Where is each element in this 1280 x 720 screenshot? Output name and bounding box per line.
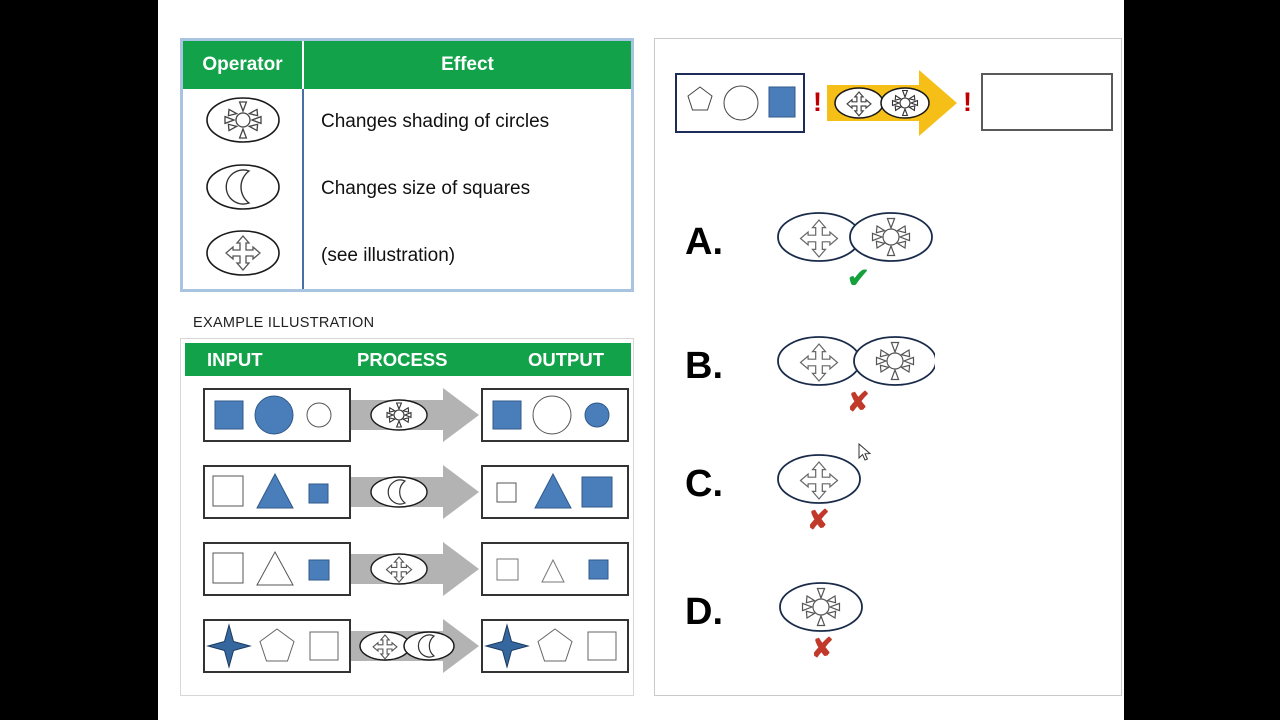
question-panel: ! xyxy=(654,38,1122,696)
option-d-letter: D. xyxy=(685,591,723,633)
illustration-row xyxy=(181,534,633,605)
illustration-row xyxy=(181,457,633,528)
effect-text-2: Changes size of squares xyxy=(321,178,531,199)
move-operator-icon xyxy=(799,219,839,258)
option-b-shapes xyxy=(775,331,935,391)
illustration-row xyxy=(181,380,633,451)
slide-canvas: Operator Effect xyxy=(158,0,1124,720)
move-operator-icon xyxy=(846,91,872,117)
option-a-mark: ✔ xyxy=(847,263,870,293)
option-d[interactable]: D. ✘ xyxy=(685,577,1105,687)
row1-output-box xyxy=(481,388,629,442)
operator-column-header: Operator xyxy=(183,41,304,89)
option-a-letter: A. xyxy=(685,221,723,263)
row1-input-box xyxy=(203,388,351,442)
sun-operator-icon xyxy=(386,402,412,428)
operator-icon-column xyxy=(183,89,304,289)
option-c-shapes xyxy=(775,449,935,509)
operator-cell-move xyxy=(183,222,302,289)
mouse-cursor-icon xyxy=(858,442,872,467)
process-column-header: PROCESS xyxy=(357,348,448,370)
stem-process-arrow xyxy=(827,67,959,139)
operator-cell-sun xyxy=(183,89,302,156)
stem-output-box xyxy=(981,73,1113,131)
option-a-shapes xyxy=(775,207,935,267)
option-b-letter: B. xyxy=(685,345,723,387)
move-operator-icon xyxy=(205,228,281,283)
sun-operator-icon xyxy=(801,587,841,627)
operator-table-header: Operator Effect xyxy=(183,41,631,89)
move-operator-icon xyxy=(799,343,839,382)
moon-operator-icon xyxy=(417,634,436,658)
effect-column-header: Effect xyxy=(304,41,631,89)
option-d-mark: ✘ xyxy=(811,633,834,663)
option-c[interactable]: C. ✘ xyxy=(685,449,1105,559)
output-column-header: OUTPUT xyxy=(528,348,605,370)
move-operator-icon xyxy=(799,461,839,500)
move-operator-icon xyxy=(385,556,413,584)
stem-input-box xyxy=(675,73,805,133)
sun-operator-icon xyxy=(205,95,281,150)
row4-output-box xyxy=(481,619,629,673)
row2-output-box xyxy=(481,465,629,519)
exclamation-icon-left: ! xyxy=(813,87,822,117)
row4-input-box xyxy=(203,619,351,673)
illustration-header: INPUT PROCESS OUTPUT xyxy=(185,343,631,376)
sun-operator-icon xyxy=(871,217,911,257)
row4-process-arrow xyxy=(351,615,481,677)
example-illustration-panel: INPUT PROCESS OUTPUT xyxy=(180,338,634,696)
option-a[interactable]: A. ✔ xyxy=(685,207,1105,317)
row1-process-arrow xyxy=(351,384,481,446)
operator-effect-column: Changes shading of circles Changes size … xyxy=(304,89,631,289)
option-c-letter: C. xyxy=(685,463,723,505)
effect-text-1: Changes shading of circles xyxy=(321,111,550,133)
moon-operator-icon xyxy=(387,479,407,505)
sun-operator-icon xyxy=(875,341,915,381)
row3-input-box xyxy=(203,542,351,596)
exclamation-icon-right: ! xyxy=(963,87,972,117)
moon-operator-icon xyxy=(205,162,281,217)
sun-operator-icon xyxy=(891,89,919,117)
effect-text-3: (see illustration) xyxy=(321,244,456,266)
illustration-row xyxy=(181,611,633,682)
row2-input-box xyxy=(203,465,351,519)
option-d-shapes xyxy=(775,577,935,637)
example-illustration-title: EXAMPLE ILLUSTRATION xyxy=(193,315,375,331)
question-stem: ! xyxy=(675,67,1113,139)
move-operator-icon xyxy=(372,634,398,660)
row3-output-box xyxy=(481,542,629,596)
operator-table: Operator Effect xyxy=(180,38,634,292)
row3-process-arrow xyxy=(351,538,481,600)
row2-process-arrow xyxy=(351,461,481,523)
operator-cell-moon xyxy=(183,156,302,223)
option-b[interactable]: B. ✘ xyxy=(685,331,1105,441)
option-c-mark: ✘ xyxy=(807,505,830,535)
illustration-rows xyxy=(181,380,633,688)
input-column-header: INPUT xyxy=(207,348,263,370)
option-b-mark: ✘ xyxy=(847,387,870,417)
